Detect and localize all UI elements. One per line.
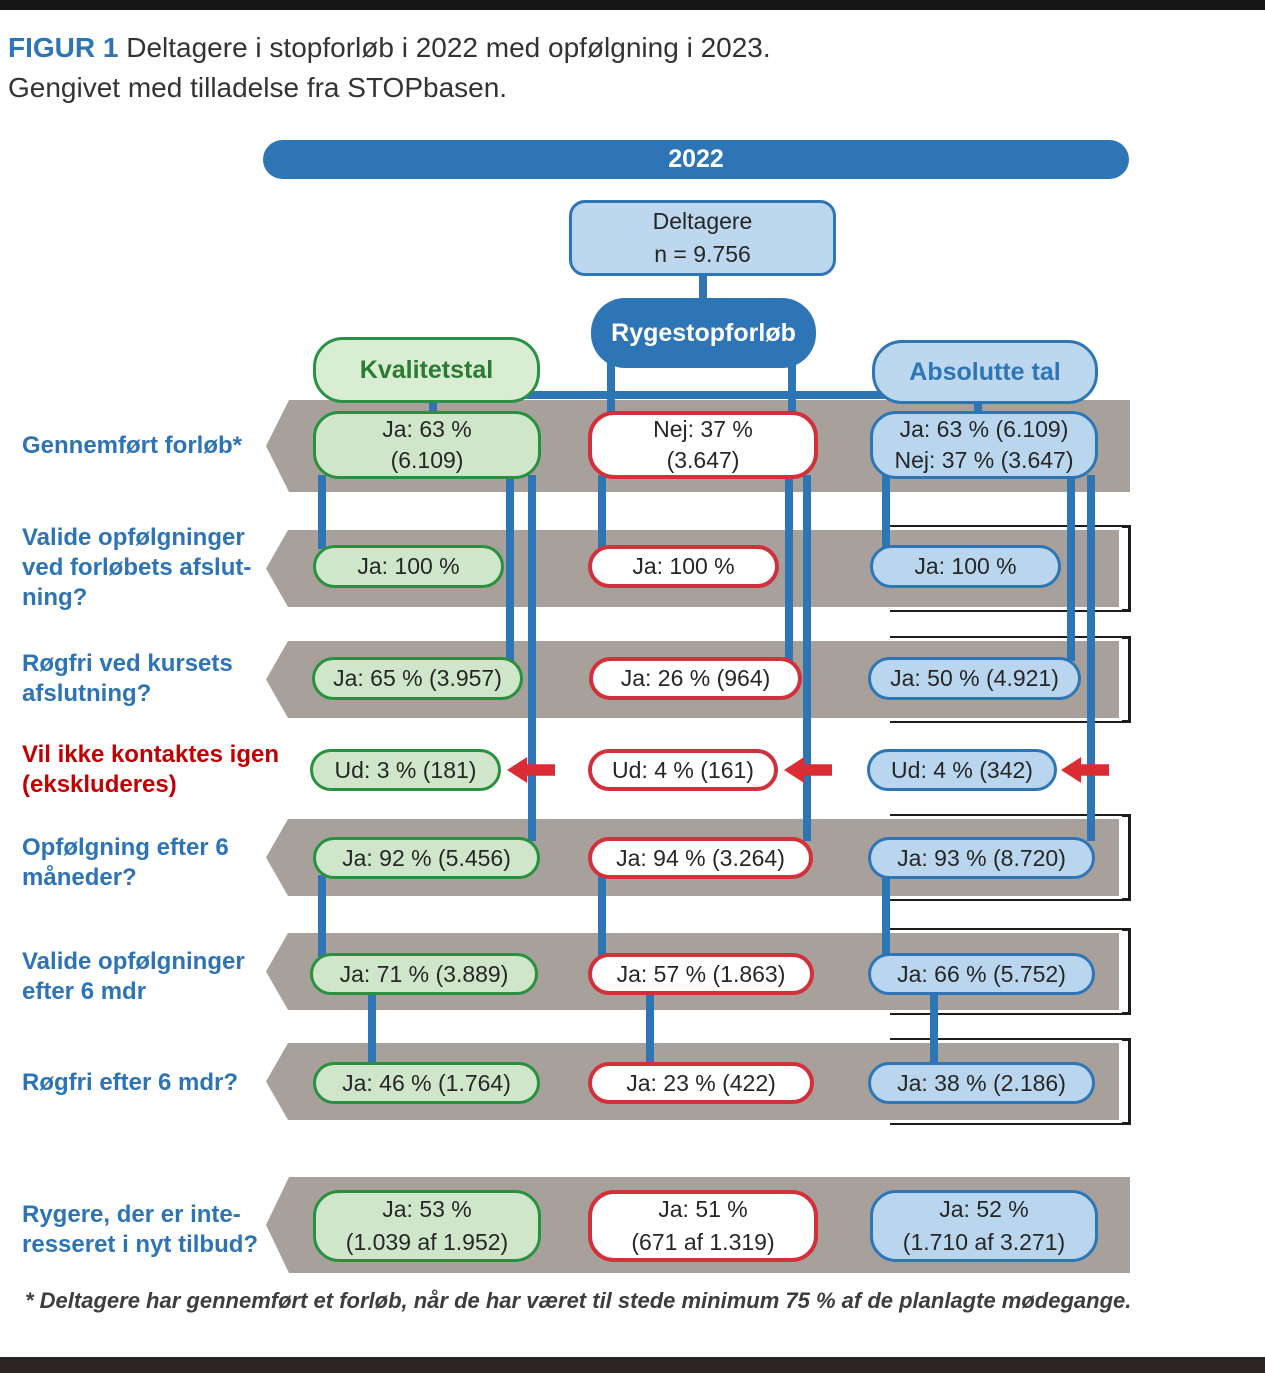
connector-line [607, 345, 615, 413]
row-label: Gennemført forløb* [22, 432, 242, 459]
figure-title-line1: FIGUR 1 Deltagere i stopforløb i 2022 me… [8, 28, 771, 68]
quality-column-header: Kvalitetstal [313, 337, 540, 403]
node-quality-row7: Ja: 46 % (1.764) [313, 1062, 540, 1104]
top-rule [0, 0, 1265, 10]
node-center-row2: Ja: 100 % [588, 545, 779, 588]
bottom-rule [0, 1357, 1265, 1373]
node-center-row3: Ja: 26 % (964) [589, 657, 802, 700]
program-node: Rygestopforløb [591, 298, 816, 368]
node-absolute-row8: Ja: 52 %(1.710 af 3.271) [870, 1190, 1098, 1262]
connector-line [646, 991, 654, 1066]
node-absolute-row6: Ja: 66 % (5.752) [868, 953, 1095, 995]
connector-line [318, 475, 326, 549]
node-absolute-row7: Ja: 38 % (2.186) [868, 1062, 1095, 1104]
connector-line [506, 475, 514, 661]
row-label-exclusion: Vil ikke kontaktes igen(ekskluderes) [22, 741, 280, 798]
connector-line [528, 475, 536, 841]
node-quality-row2: Ja: 100 % [313, 545, 504, 588]
row-label: Rygere, der er inte-resseret i nyt tilbu… [22, 1201, 259, 1258]
root-line2: n = 9.756 [654, 241, 751, 267]
exclusion-arrow-icon [1061, 757, 1109, 783]
figure-title-line2: Gengivet med tilladelse fra STOPbasen. [8, 72, 508, 103]
node-quality-row5: Ja: 92 % (5.456) [313, 837, 540, 879]
node-center-row4: Ud: 4 % (161) [588, 749, 778, 791]
node-center-row8: Ja: 51 %(671 af 1.319) [588, 1190, 818, 1262]
node-center-row5: Ja: 94 % (3.264) [588, 837, 813, 879]
connector-line [318, 875, 326, 957]
connector-line [699, 274, 707, 300]
figure-title-text: Deltagere i stopforløb i 2022 med opfølg… [118, 32, 771, 63]
connector-line [1067, 475, 1075, 661]
node-quality-row1: Ja: 63 %(6.109) [313, 411, 541, 479]
node-absolute-row3: Ja: 50 % (4.921) [868, 657, 1081, 700]
connector-line [598, 875, 606, 957]
connector-line [882, 475, 890, 549]
node-center-row7: Ja: 23 % (422) [588, 1062, 814, 1104]
connector-line [1087, 475, 1095, 841]
row-label: Røgfri efter 6 mdr? [22, 1069, 239, 1096]
node-quality-row8: Ja: 53 %(1.039 af 1.952) [313, 1190, 541, 1262]
connector-line [930, 991, 938, 1066]
connector-line [429, 391, 437, 415]
node-absolute-row4: Ud: 4 % (342) [867, 749, 1057, 791]
footnote: * Deltagere har gennemført et forløb, nå… [25, 1288, 1132, 1313]
node-absolute-row2: Ja: 100 % [870, 545, 1061, 588]
absolute-column-header: Absolutte tal [872, 340, 1098, 404]
node-center-row1: Nej: 37 %(3.647) [588, 411, 818, 479]
connector-line [368, 991, 376, 1066]
node-quality-row4: Ud: 3 % (181) [310, 749, 501, 791]
node-quality-row3: Ja: 65 % (3.957) [312, 657, 523, 700]
node-absolute-row1: Ja: 63 % (6.109)Nej: 37 % (3.647) [870, 411, 1098, 479]
connector-line [882, 875, 890, 957]
year-banner: 2022 [263, 140, 1129, 179]
connector-line [429, 391, 982, 399]
connector-line [788, 345, 796, 413]
connector-line [785, 475, 793, 661]
figure-tag: FIGUR 1 [8, 32, 119, 63]
node-center-row6: Ja: 57 % (1.863) [588, 953, 814, 995]
node-absolute-row5: Ja: 93 % (8.720) [868, 837, 1095, 879]
root-line1: Deltagere [652, 208, 753, 234]
node-quality-row6: Ja: 71 % (3.889) [310, 953, 538, 995]
connector-line [803, 475, 811, 841]
figure-title: FIGUR 1 Deltagere i stopforløb i 2022 me… [8, 28, 771, 108]
root-node-deltagere: Deltagere n = 9.756 [569, 200, 836, 276]
connector-line [598, 475, 606, 549]
